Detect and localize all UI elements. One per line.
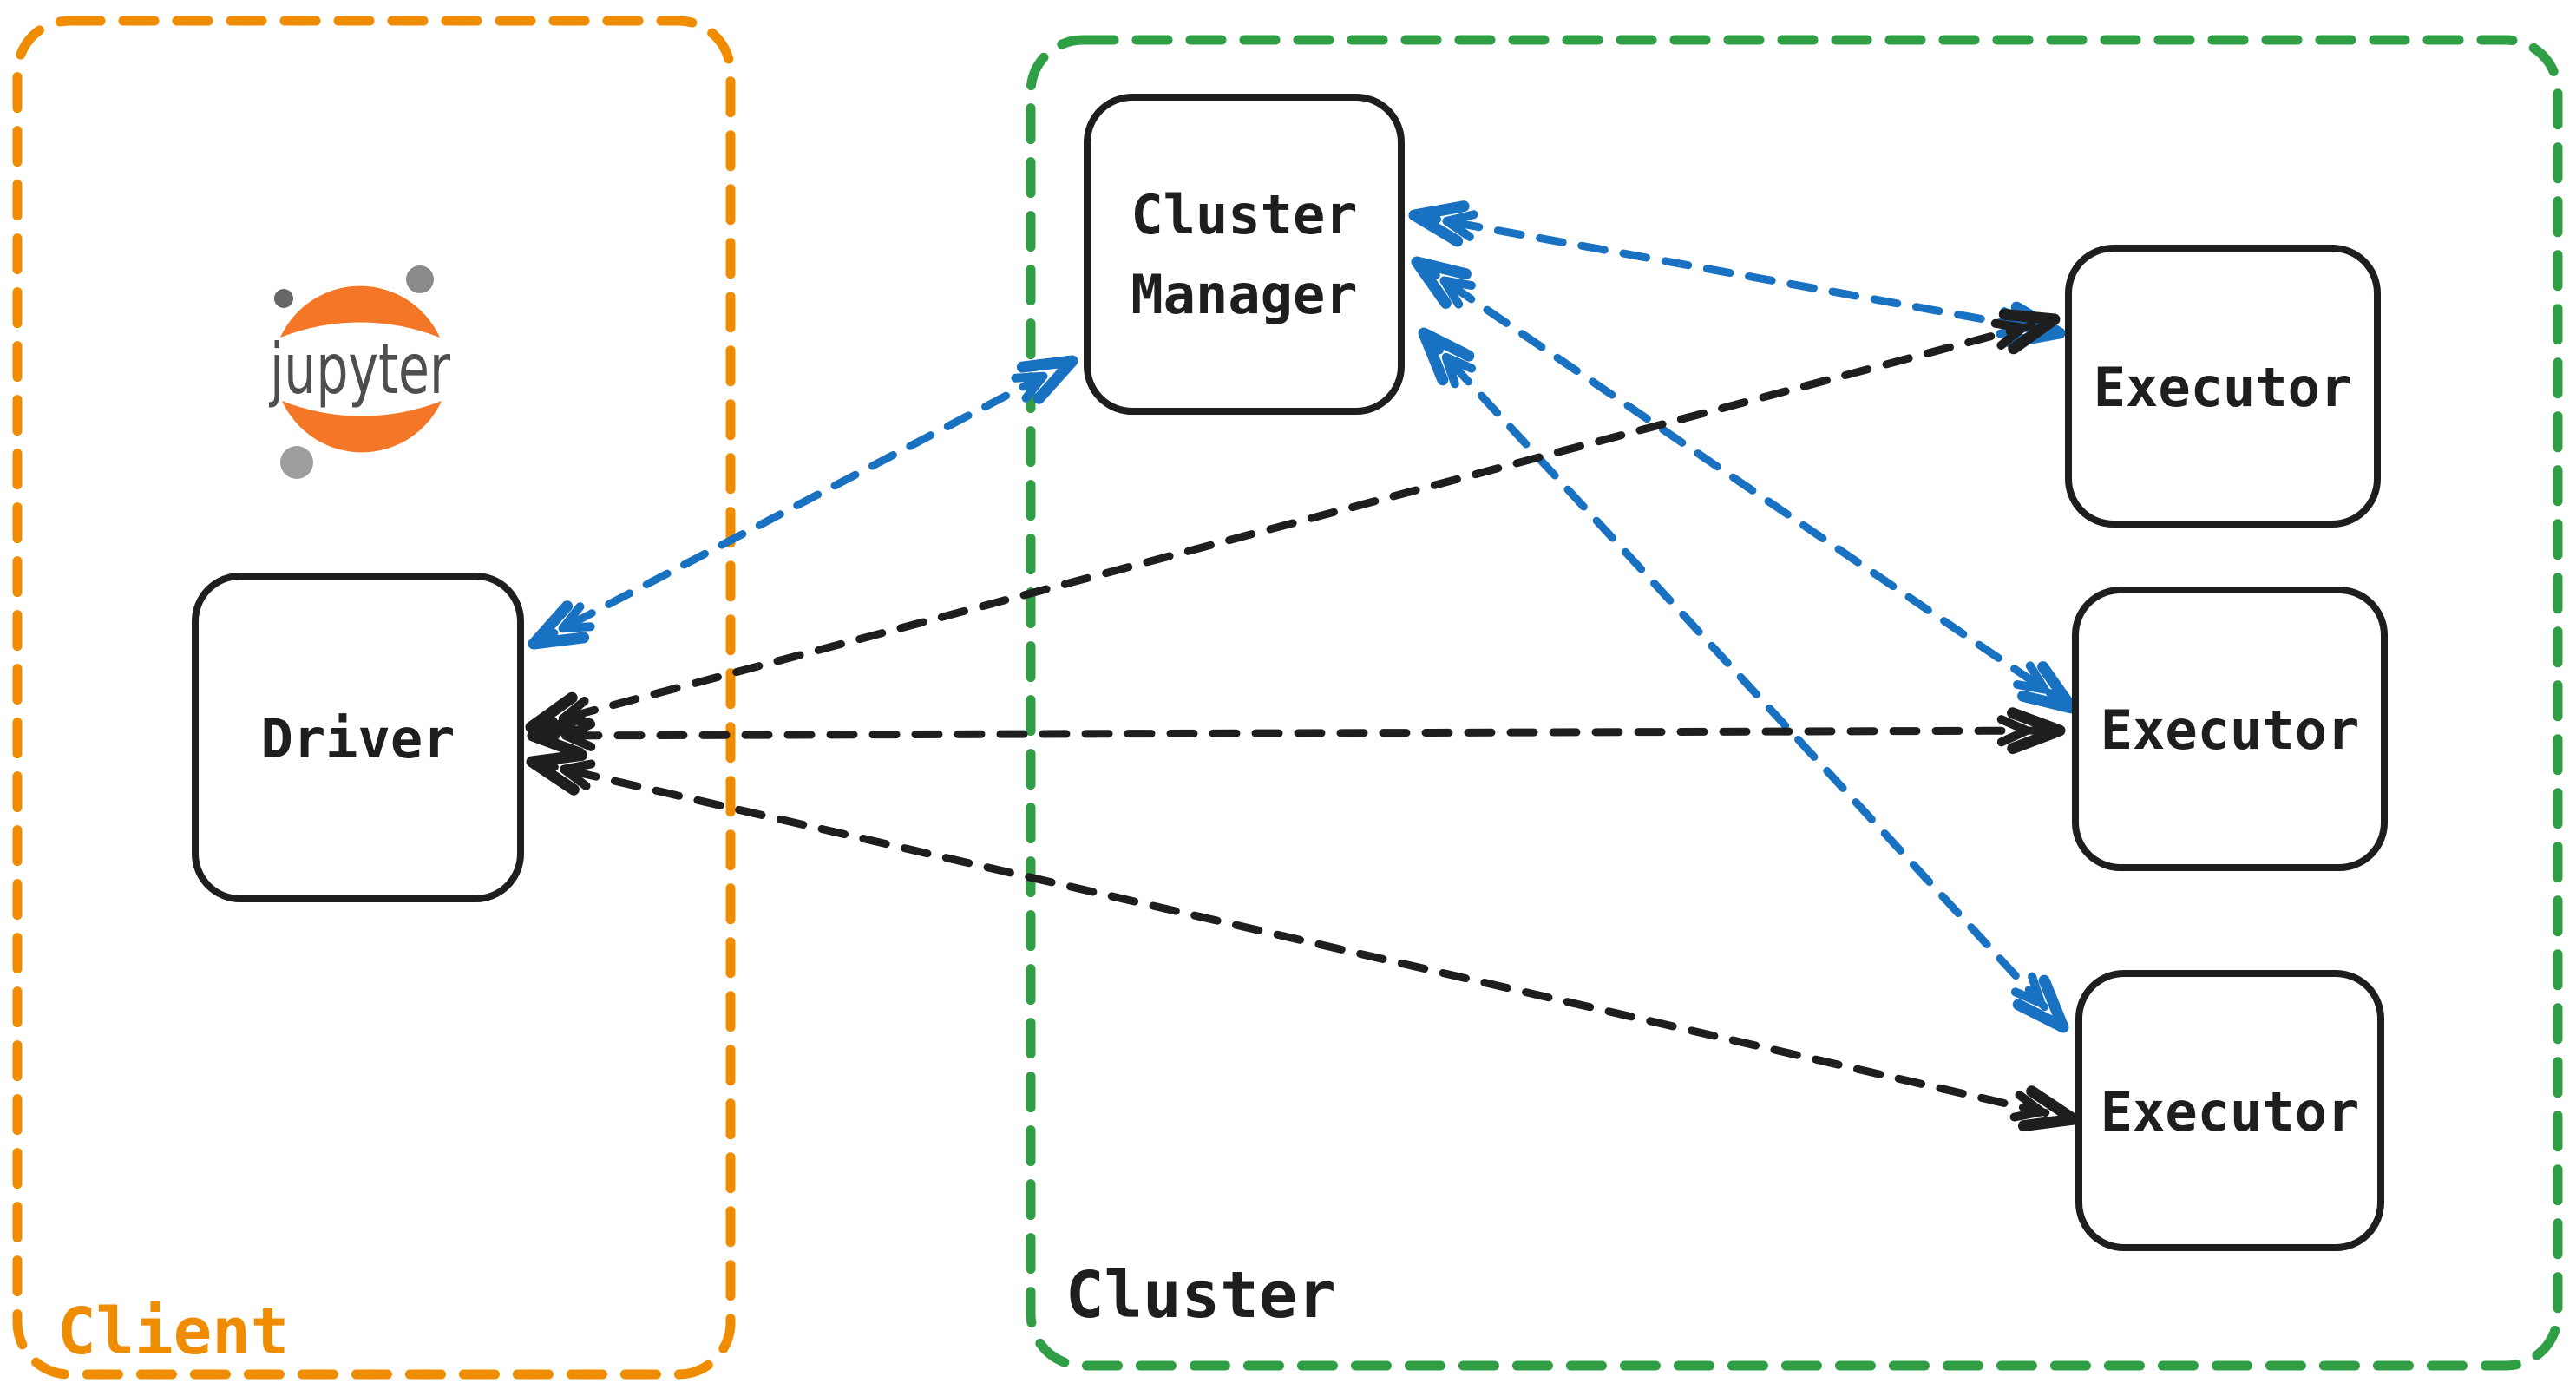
arrowhead-driver-executor-2-start-echo (561, 719, 596, 751)
node-label-cluster-manager-line-1: Manager (1131, 263, 1357, 326)
arrowhead-driver-executor-2-start (527, 711, 586, 759)
node-label-executor-2: Executor (2101, 698, 2360, 762)
arrowhead-driver-executor-2-end (2007, 707, 2066, 755)
arrowhead-driver-executor-3-end-echo (2009, 1091, 2046, 1122)
arrowhead-driver-executor-1-end-echo (1990, 318, 2028, 350)
jupyter-upper-crescent-icon (280, 285, 440, 338)
connector-cluster-manager-executor-3 (1419, 329, 2068, 1032)
jupyter-wordmark: jupyter (269, 329, 451, 410)
arrowhead-cluster-manager-executor-2-start (1411, 256, 1472, 309)
arrowhead-driver-executor-2-end-echo (1996, 715, 2031, 747)
connector-driver-executor-1 (527, 315, 2059, 731)
arrowhead-driver-executor-3-end (2018, 1085, 2080, 1132)
arrowhead-driver-executor-3-start (526, 749, 587, 796)
node-label-driver: Driver (261, 707, 456, 770)
arrowhead-cluster-manager-executor-2-end-echo (2013, 661, 2049, 694)
arrowhead-driver-cluster-manager-end (1016, 355, 1078, 404)
connector-driver-executor-2 (528, 726, 2064, 740)
node-cluster-manager (1084, 94, 1405, 415)
connector-cluster-manager-executor-1 (1410, 211, 2064, 338)
jupyter-dot-icon-2 (280, 446, 313, 479)
arrowhead-cluster-manager-executor-1-start (1408, 200, 1470, 247)
node-executor-1 (2065, 245, 2381, 528)
jupyter-dot-icon-1 (406, 265, 434, 293)
arrowhead-driver-executor-3-start-echo (560, 759, 596, 790)
arrowhead-cluster-manager-executor-2-start-echo (1439, 276, 1476, 309)
jupyter-dot-icon-0 (274, 289, 293, 308)
connector-cluster-manager-executor-2 (1413, 258, 2076, 712)
arrowhead-cluster-manager-executor-3-start-echo (1441, 352, 1477, 389)
container-cluster (1026, 35, 2563, 1371)
jupyter-lower-crescent-icon (282, 401, 442, 453)
node-label-cluster-manager-line-0: Cluster (1131, 183, 1357, 246)
connector-driver-executor-3 (528, 757, 2078, 1124)
arrowhead-cluster-manager-executor-3-start (1418, 327, 1475, 386)
container-label-cluster: Cluster (1065, 1258, 1336, 1333)
arrowhead-driver-executor-1-end (1998, 308, 2061, 355)
node-driver (192, 573, 524, 902)
arrowhead-cluster-manager-executor-1-start-echo (1442, 210, 1478, 241)
connector-driver-cluster-manager (529, 357, 1077, 648)
arrowhead-driver-executor-1-start (525, 691, 587, 738)
container-label-client: Client (57, 1294, 289, 1369)
node-executor-3 (2075, 970, 2384, 1251)
arrowhead-cluster-manager-executor-3-end-echo (2010, 972, 2046, 1008)
jupyter-logo: jupyter (269, 265, 451, 479)
arrowhead-cluster-manager-executor-3-end (2012, 974, 2069, 1033)
node-label-executor-3: Executor (2101, 1080, 2360, 1144)
arrowhead-driver-cluster-manager-end-echo (1011, 371, 1048, 403)
node-label-executor-1: Executor (2094, 356, 2353, 419)
arrowhead-driver-cluster-manager-start-echo (558, 602, 595, 633)
node-executor-2 (2072, 587, 2388, 871)
container-client (12, 16, 736, 1380)
arrowhead-driver-cluster-manager-start (528, 600, 590, 650)
